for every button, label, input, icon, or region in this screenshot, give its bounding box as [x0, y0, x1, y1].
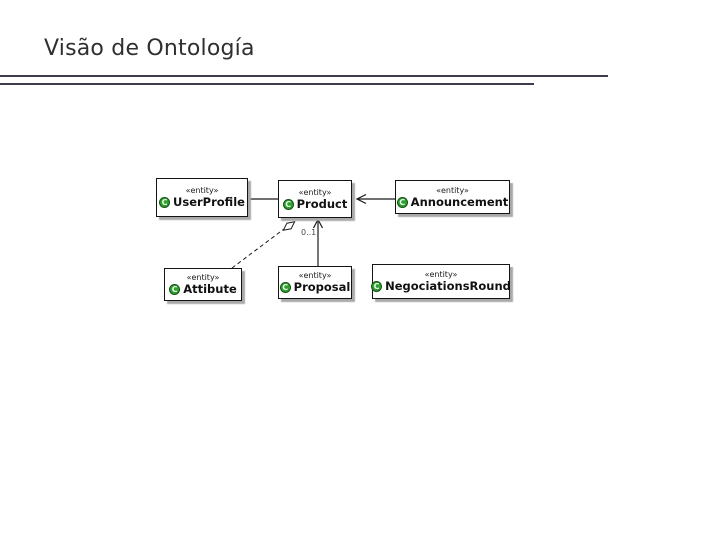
multiplicity-label: 0..1 — [301, 228, 317, 237]
entity-name: Announcement — [410, 194, 509, 209]
stereotype-label: «entity» — [185, 186, 219, 195]
title-rule-top — [0, 75, 608, 77]
aggregation-diamond-icon — [282, 221, 296, 231]
class-icon: C — [169, 284, 181, 295]
aggregation-attibute-product — [231, 221, 296, 269]
stereotype-label: «entity» — [436, 185, 469, 195]
entity-box-negociationsround: «entity» C NegociationsRound — [371, 264, 511, 299]
class-icon: C — [371, 281, 383, 292]
entity-box-userprofile: «entity» C UserProfile — [156, 178, 248, 217]
stereotype-label: «entity» — [298, 271, 332, 280]
class-icon: C — [279, 282, 291, 293]
entity-name: UserProfile — [173, 195, 245, 209]
stereotype-label: «entity» — [186, 273, 220, 282]
stereotype-label: «entity» — [424, 270, 458, 279]
entity-name: Proposal — [293, 280, 351, 294]
stereotype-label: «entity» — [298, 187, 332, 197]
title-rule-bottom — [0, 83, 534, 85]
entity-box-product: «entity» C Product — [278, 180, 352, 218]
page-title: Visão de Ontología — [44, 36, 255, 61]
class-icon: C — [159, 197, 171, 208]
entity-box-proposal: «entity» C Proposal — [278, 266, 352, 299]
entity-name: Product — [296, 196, 348, 211]
association-proposal-product — [312, 218, 324, 266]
class-icon: C — [282, 198, 294, 210]
class-icon: C — [396, 196, 408, 208]
entity-name: Attibute — [183, 282, 237, 296]
entity-name: NegociationsRound — [385, 279, 511, 293]
entity-box-attibute: «entity» C Attibute — [164, 268, 242, 301]
entity-box-announcement: «entity» C Announcement — [395, 180, 510, 214]
association-announcement-product — [355, 193, 395, 205]
